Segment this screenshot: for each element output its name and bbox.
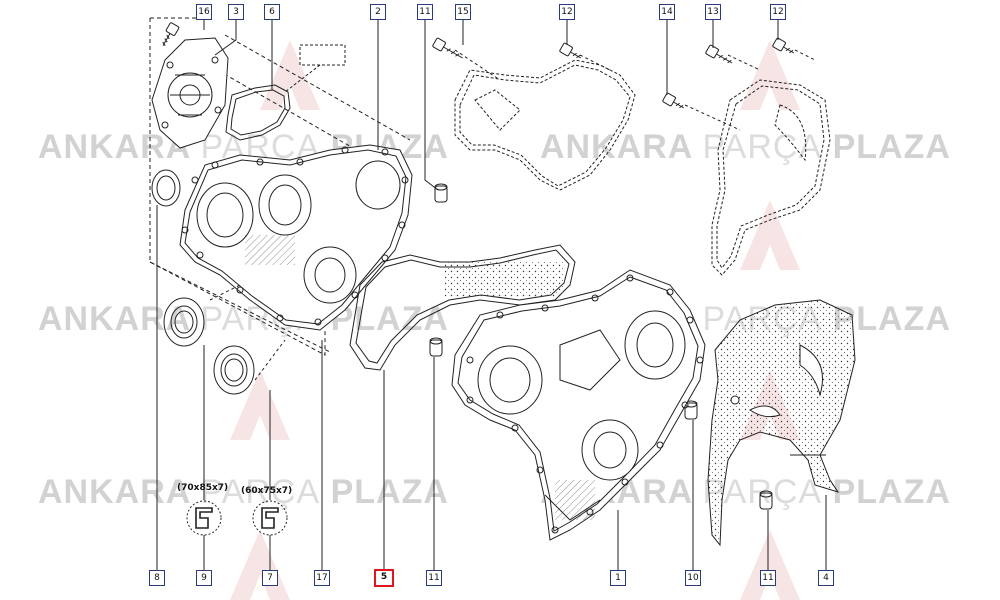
callout-14[interactable]: 14 xyxy=(659,4,675,20)
callout-16[interactable]: 16 xyxy=(196,4,212,20)
callout-9[interactable]: 9 xyxy=(196,570,212,586)
upper-right-ghost-cover xyxy=(711,79,831,276)
callout-11-bottom-a[interactable]: 11 xyxy=(426,570,442,586)
callout-11-bottom-b[interactable]: 11 xyxy=(760,570,776,586)
part-3-plate xyxy=(151,37,229,149)
watermark-row-1-right: ANKARA PARÇA PLAZA xyxy=(540,128,951,166)
callout-13[interactable]: 13 xyxy=(705,4,721,20)
seal-section-7 xyxy=(252,500,288,536)
part-4-plate xyxy=(707,299,856,547)
part-7-seal xyxy=(213,345,255,395)
part-2-cover xyxy=(179,144,413,331)
seal-section-9 xyxy=(186,500,222,536)
callout-12-a[interactable]: 12 xyxy=(559,4,575,20)
callout-10[interactable]: 10 xyxy=(685,570,701,586)
watermark-row-1-left: ANKARA PARÇA PLAZA xyxy=(38,128,449,166)
callout-6[interactable]: 6 xyxy=(264,4,280,20)
seal-size-label-a: (70x85x7) xyxy=(177,483,229,493)
callout-1[interactable]: 1 xyxy=(610,570,626,586)
part-6-gasket xyxy=(225,84,291,141)
callout-15[interactable]: 15 xyxy=(455,4,471,20)
callout-5-highlighted[interactable]: 5 xyxy=(374,569,394,587)
upper-middle-ghost-cover xyxy=(454,59,636,191)
part-1-cover xyxy=(451,269,706,541)
callout-11-top[interactable]: 11 xyxy=(417,4,433,20)
callout-17[interactable]: 17 xyxy=(314,570,330,586)
callout-7[interactable]: 7 xyxy=(262,570,278,586)
bolts xyxy=(162,22,795,109)
callout-12-b[interactable]: 12 xyxy=(770,4,786,20)
part-9-seal xyxy=(163,297,205,347)
part-5-gasket xyxy=(349,244,576,371)
callout-4[interactable]: 4 xyxy=(818,570,834,586)
callout-3[interactable]: 3 xyxy=(228,4,244,20)
callout-8[interactable]: 8 xyxy=(149,570,165,586)
seal-size-label-b: (60x75x7) xyxy=(241,486,293,496)
callout-2[interactable]: 2 xyxy=(370,4,386,20)
part-8-seal xyxy=(151,169,181,207)
